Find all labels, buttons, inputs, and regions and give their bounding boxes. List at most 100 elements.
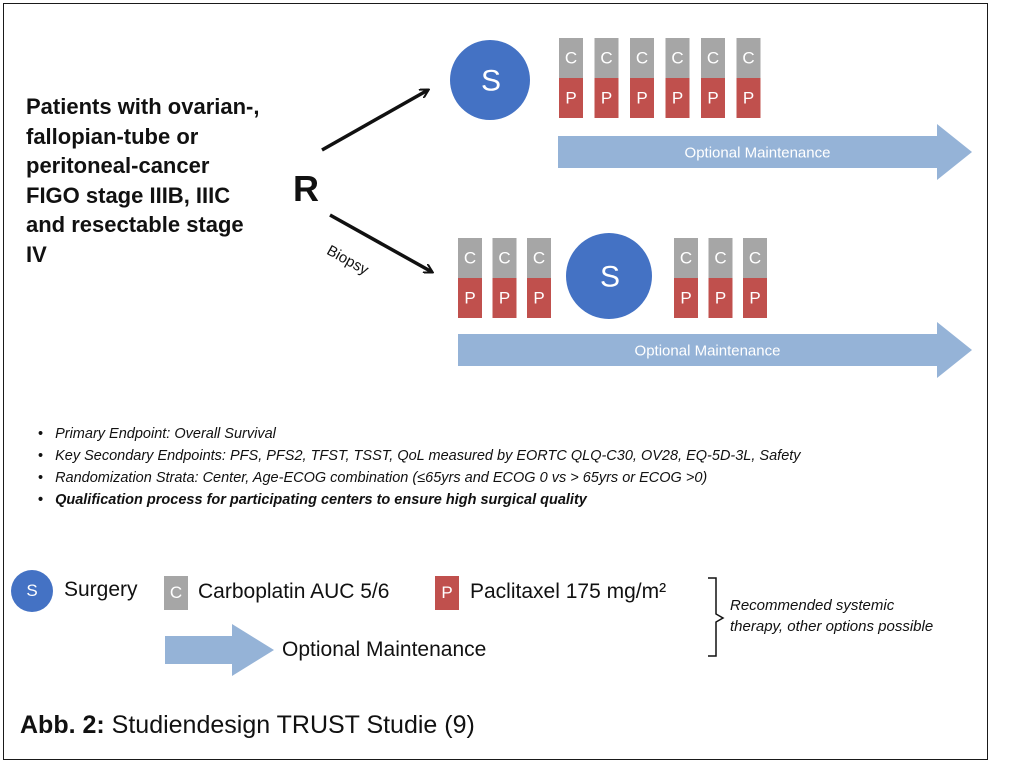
chemo-cycle: CP	[674, 238, 698, 318]
surgery-circle	[566, 233, 652, 319]
paclitaxel-block	[492, 278, 517, 318]
carboplatin-block	[527, 238, 551, 278]
surgery-legend-label: Surgery	[64, 578, 138, 601]
paclitaxel-block	[630, 78, 654, 118]
surgery-circle	[450, 40, 530, 120]
endpoint-list: Primary Endpoint: Overall Survival Key S…	[38, 423, 801, 511]
paclitaxel-symbol: P	[715, 289, 726, 308]
carboplatin-block	[736, 38, 761, 78]
chemo-cycle: CP	[743, 238, 767, 318]
paclitaxel-block	[701, 78, 725, 118]
note-line: Recommended systemic	[730, 597, 895, 614]
paclitaxel-block	[527, 278, 551, 318]
chemo-cycle: CP	[708, 238, 733, 318]
bullet-primary-endpoint: Primary Endpoint: Overall Survival	[38, 423, 801, 445]
chemo-cycle: CP	[559, 38, 583, 118]
chemo-cycle: CP	[701, 38, 725, 118]
carboplatin-symbol: C	[636, 49, 648, 68]
carboplatin-symbol: C	[498, 249, 510, 268]
carboplatin-block	[701, 38, 725, 78]
paclitaxel-symbol: P	[743, 89, 754, 108]
carboplatin-block	[630, 38, 654, 78]
paclitaxel-block	[458, 278, 482, 318]
maintenance-arrow-label: Optional Maintenance	[635, 343, 781, 360]
chemo-cycle: CP	[736, 38, 761, 118]
carboplatin-symbol: C	[707, 49, 719, 68]
maintenance-arrow-label: Optional Maintenance	[685, 145, 831, 162]
paclitaxel-legend-icon: P	[435, 576, 459, 610]
paclitaxel-symbol: P	[565, 89, 576, 108]
maintenance-legend-label: Optional Maintenance	[282, 638, 487, 661]
maintenance-arrow-shape	[458, 322, 972, 378]
chemo-cycle: CP	[492, 238, 517, 318]
arrow-to-upfront-surgery-arm	[321, 88, 428, 152]
carboplatin-symbol: C	[714, 249, 726, 268]
recommended-therapy-note: Recommended systemic therapy, other opti…	[730, 595, 933, 637]
paclitaxel-block	[594, 78, 619, 118]
caption-label: Abb. 2:	[20, 711, 105, 739]
caption-text: Studiendesign TRUST Studie (9)	[104, 711, 475, 739]
carboplatin-symbol: C	[600, 49, 612, 68]
chemo-cycle: CP	[594, 38, 619, 118]
randomization-label: R	[293, 168, 319, 209]
paclitaxel-symbol: P	[680, 289, 691, 308]
surgery-marker: S	[566, 233, 652, 319]
patient-population: Patients with ovarian-, fallopian-tube o…	[26, 92, 296, 269]
surgery-legend-icon: S	[11, 570, 53, 612]
carboplatin-block	[743, 238, 767, 278]
arm1-maintenance-arrow: Optional Maintenance	[558, 124, 972, 180]
paclitaxel-symbol: P	[499, 289, 510, 308]
patient-line: IV	[26, 241, 47, 267]
carboplatin-symbol: C	[533, 249, 545, 268]
paclitaxel-symbol: P	[707, 89, 718, 108]
patient-line: fallopian-tube or	[26, 123, 199, 149]
chemo-cycle: CP	[527, 238, 551, 318]
surgery-symbol: S	[481, 65, 501, 98]
carboplatin-block	[674, 238, 698, 278]
bullet-qualification: Qualification process for participating …	[38, 489, 801, 511]
maintenance-arrow-shape	[558, 124, 972, 180]
figure-caption: Abb. 2: Studiendesign TRUST Studie (9)	[20, 711, 475, 740]
paclitaxel-symbol: P	[533, 289, 544, 308]
paclitaxel-symbol: P	[464, 289, 475, 308]
legend-maintenance-arrow	[165, 624, 274, 676]
carboplatin-symbol: C	[749, 249, 761, 268]
patient-line: and resectable stage	[26, 212, 244, 237]
surgery-marker: S	[450, 40, 530, 120]
chemo-cycle: CP	[630, 38, 654, 118]
carboplatin-block	[708, 238, 733, 278]
surgery-symbol: S	[600, 261, 620, 294]
legend-bracket	[708, 577, 725, 657]
legend-graphics	[165, 577, 725, 676]
paclitaxel-symbol: P	[636, 89, 647, 108]
patient-line: FIGO stage IIIB, IIIC	[26, 182, 231, 208]
paclitaxel-block	[736, 78, 761, 118]
arm2-maintenance-arrow: Optional Maintenance	[458, 322, 972, 378]
paclitaxel-legend-label: Paclitaxel 175 mg/m²	[470, 580, 667, 603]
carboplatin-symbol: C	[742, 49, 754, 68]
carboplatin-symbol: C	[464, 249, 476, 268]
figure-frame	[3, 3, 988, 760]
note-line: therapy, other options possible	[730, 618, 934, 635]
carboplatin-legend-label: Carboplatin AUC 5/6	[198, 580, 390, 603]
maintenance-arrow-shape	[165, 624, 274, 676]
bullet-randomization-strata: Randomization Strata: Center, Age-ECOG c…	[38, 467, 801, 489]
carboplatin-block	[665, 38, 690, 78]
carboplatin-symbol: C	[680, 249, 692, 268]
carboplatin-block	[458, 238, 482, 278]
paclitaxel-block	[665, 78, 690, 118]
patient-line: peritoneal-cancer	[26, 153, 210, 178]
carboplatin-block	[492, 238, 517, 278]
carboplatin-legend-icon: C	[164, 576, 188, 610]
paclitaxel-block	[743, 278, 767, 318]
paclitaxel-symbol: P	[749, 289, 760, 308]
arrow-to-interval-surgery-arm	[329, 213, 432, 274]
chemo-cycle: CP	[665, 38, 690, 118]
paclitaxel-block	[559, 78, 583, 118]
paclitaxel-symbol: P	[601, 89, 612, 108]
paclitaxel-block	[708, 278, 733, 318]
carboplatin-block	[594, 38, 619, 78]
